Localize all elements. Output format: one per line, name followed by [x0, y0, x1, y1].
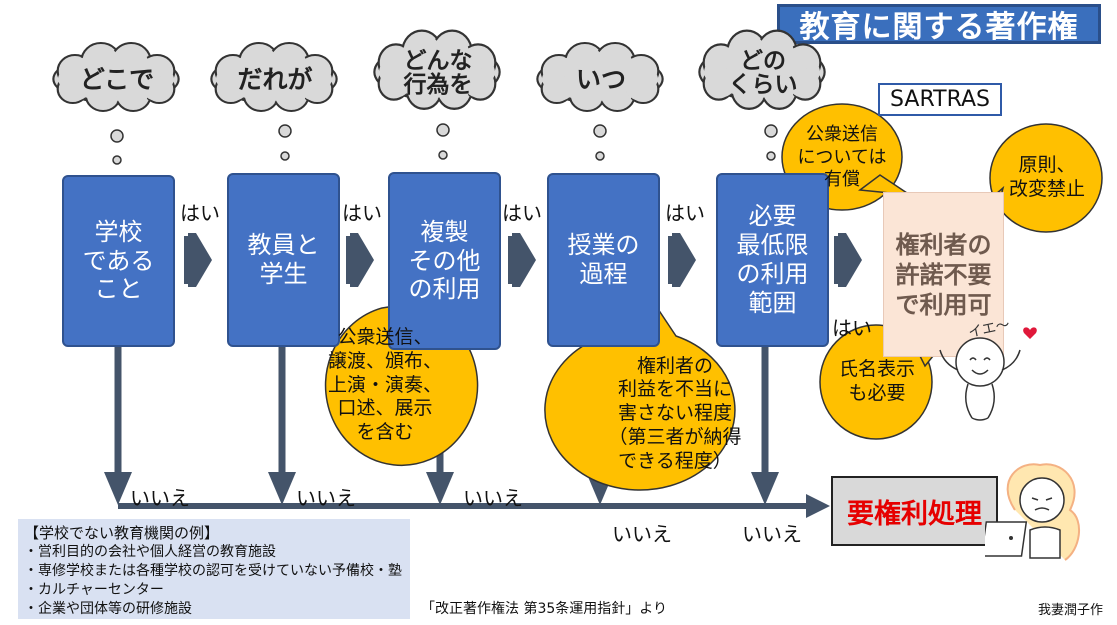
bubble-public-transmission: 公衆送信、 譲渡、頒布、 上演・演奏、 口述、展示 を含む [327, 326, 442, 444]
no-label-2: いいえ [296, 486, 356, 510]
step-teacher-student: 教員と 学生 [227, 173, 340, 347]
yes-label-5: はい [832, 316, 872, 340]
examples-box: 【学校でない教育機関の例】 ・営利目的の会社や個人経営の教育施設 ・専修学校また… [18, 519, 410, 619]
examples-item: ・専修学校または各種学校の認可を受けていない予備校・塾 [24, 563, 402, 580]
cloud-label-who: だれが [237, 64, 313, 94]
yes-label-4: はい [665, 201, 705, 225]
bubble-principle: 原則、 改変禁止 [1008, 154, 1085, 200]
step-minimum-range: 必要 最低限 の利用 範囲 [716, 173, 829, 347]
cloud-label-when: いつ [575, 64, 626, 94]
examples-item: ・企業や団体等の研修施設 [24, 600, 192, 617]
yes-label-1: はい [180, 201, 220, 225]
no-label-1: いいえ [130, 486, 190, 510]
cloud-label-what: どんな 行為を [403, 47, 473, 98]
page-title: 教育に関する著作権 [777, 4, 1101, 45]
no-label-5: いいえ [742, 522, 802, 546]
sartras-label: SARTRAS [878, 83, 1002, 116]
step-school: 学校 である こと [62, 175, 175, 347]
bubble-paid: 公衆送信 については 有償 [797, 124, 887, 191]
rights-processing-required: 要権利処理 [831, 476, 998, 546]
source-citation: 「改正著作権法 第35条運用指針」より [421, 601, 667, 617]
author-credit: 我妻潤子作 [1038, 603, 1104, 618]
cloud-label-how-much: どの くらい [728, 47, 798, 98]
examples-title: 【学校でない教育機関の例】 [24, 524, 220, 542]
examples-item: ・営利目的の会社や個人経営の教育施設 [24, 544, 276, 561]
yes-label-3: はい [502, 201, 542, 225]
result-no-permission: 権利者の 許諾不要 で利用可 [883, 192, 1004, 357]
bubble-attribution: 氏名表示 も必要 [838, 358, 915, 404]
step-class-process: 授業の 過程 [547, 173, 660, 347]
bubble-rights-holder: 権利者の 利益を不当に 害さない程度 （第三者が納得 できる程度） [608, 354, 742, 472]
examples-item: ・カルチャーセンター [24, 582, 164, 599]
worried-character-illustration [985, 463, 1081, 561]
happy-character-illustration [939, 327, 1037, 421]
step-reproduction: 複製 その他 の利用 [388, 172, 501, 350]
yes-label-2: はい [342, 201, 382, 225]
cloud-label-where: どこで [79, 64, 155, 94]
no-label-3: いいえ [463, 486, 523, 510]
no-label-4: いいえ [612, 522, 672, 546]
